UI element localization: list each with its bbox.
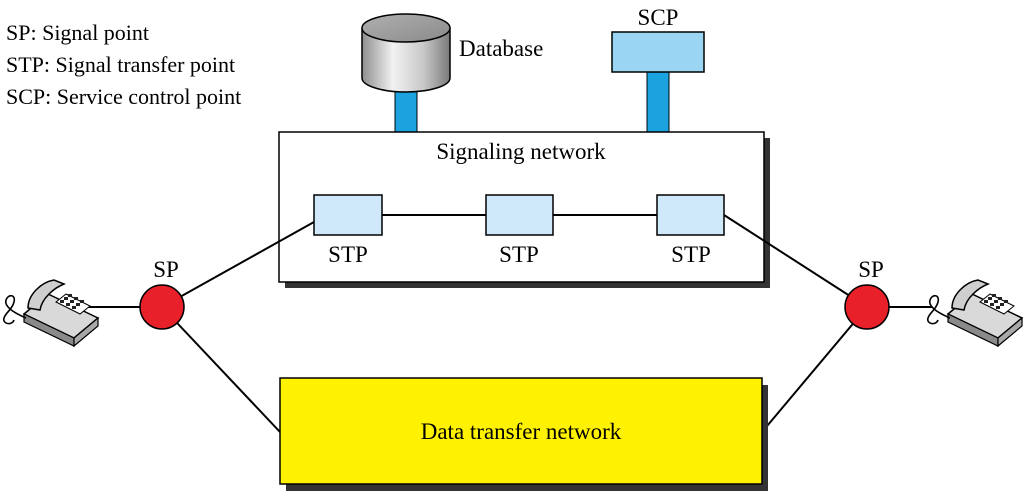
- link-data-spright: [761, 306, 868, 433]
- stp-label: STP: [671, 242, 711, 267]
- telephone-icon: [926, 279, 1023, 348]
- stp-label: STP: [499, 242, 539, 267]
- database-icon: [361, 28, 451, 93]
- data-transfer-network: Data transfer network: [279, 377, 768, 491]
- link-stp3-spright: [723, 214, 868, 308]
- link-spleft-data: [161, 306, 281, 433]
- sp-node: [139, 284, 185, 330]
- legend: SP: Signal point STP: Signal transfer po…: [6, 20, 241, 109]
- data-network-label: Data transfer network: [421, 419, 622, 444]
- data-network-box: [279, 377, 763, 485]
- sp-label: SP: [153, 257, 179, 282]
- links: [88, 214, 932, 433]
- stp-nodes: STP STP STP: [313, 194, 725, 267]
- legend-line: SCP: Service control point: [6, 84, 241, 109]
- link-spleft-stp1: [161, 221, 315, 308]
- stp-box: [656, 194, 725, 236]
- sp-label: SP: [858, 257, 884, 282]
- stp-box: [485, 194, 554, 236]
- signaling-network-label: Signaling network: [436, 139, 606, 164]
- database-icon-top: [361, 13, 451, 43]
- scp-label: SCP: [638, 5, 679, 30]
- database-label: Database: [459, 36, 543, 61]
- stp-box: [313, 194, 383, 236]
- sp-node: [844, 284, 890, 330]
- scp: SCP: [611, 5, 705, 135]
- stp-label: STP: [328, 242, 368, 267]
- scp-box: [611, 31, 705, 73]
- scp-connector: [646, 71, 670, 135]
- sp-nodes: SP SP: [139, 257, 890, 330]
- telephone-icon: [2, 279, 100, 348]
- legend-line: SP: Signal point: [6, 20, 149, 45]
- legend-line: STP: Signal transfer point: [6, 52, 235, 77]
- database-connector: [394, 87, 418, 135]
- database: Database: [361, 13, 543, 135]
